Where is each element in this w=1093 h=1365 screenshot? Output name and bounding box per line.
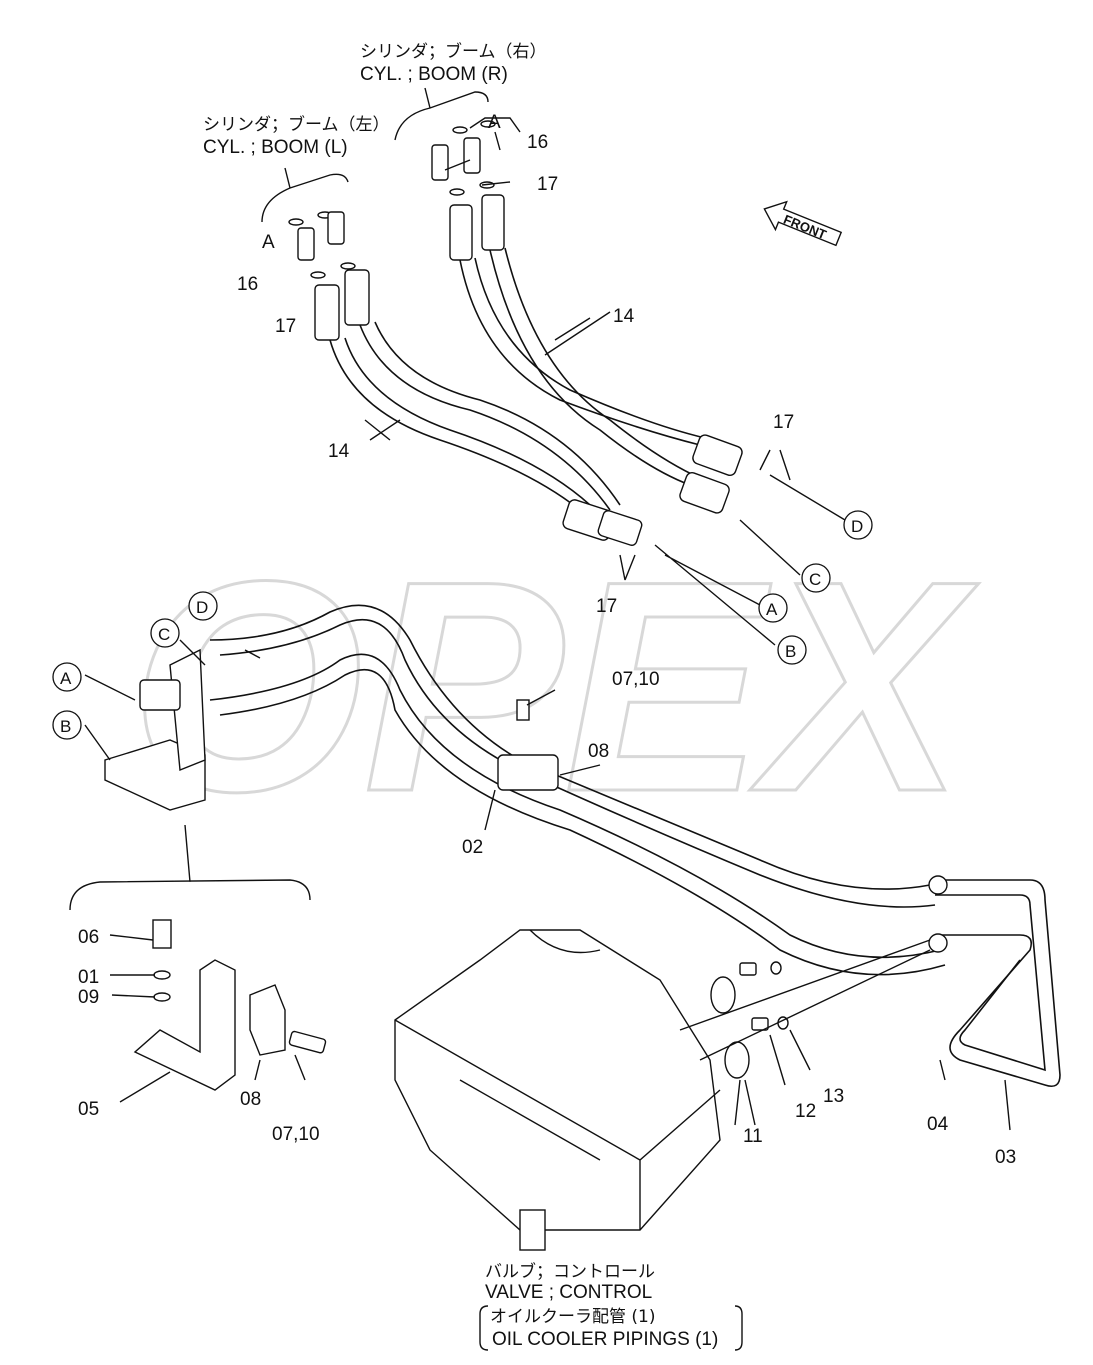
callout-13: 13: [823, 1086, 844, 1107]
label-valve-jp: バルブ；コントロール: [485, 1261, 655, 1282]
heading-boom-left-en: CYL. ; BOOM (L): [203, 137, 348, 158]
heading-boom-right-en: CYL. ; BOOM (R): [360, 64, 508, 85]
svg-text:FRONT: FRONT: [781, 212, 828, 243]
svg-text:C: C: [809, 570, 821, 589]
callout-04: 04: [927, 1114, 949, 1135]
callout-11: 11: [743, 1126, 763, 1147]
callout-a: A: [488, 112, 501, 133]
svg-text:D: D: [851, 517, 863, 536]
callout-07-10: 07,10: [272, 1124, 320, 1145]
callouts: A 16 17 A 16 17 14 14 17 17 07,10 08 02 …: [78, 112, 1016, 1168]
callout-16: 16: [237, 274, 258, 295]
svg-text:C: C: [158, 625, 170, 644]
callout-07-10: 07,10: [612, 669, 660, 690]
clamp-08: [497, 754, 559, 791]
callout-05: 05: [78, 1099, 99, 1120]
watermark: OPEX: [130, 518, 979, 854]
svg-text:B: B: [785, 642, 796, 661]
front-arrow-icon: FRONT: [763, 200, 843, 247]
callout-09: 09: [78, 987, 99, 1008]
callout-a: A: [262, 232, 275, 253]
label-group-jp: オイルクーラ配管 (1): [490, 1307, 655, 1327]
heading-boom-right-jp: シリンダ；ブーム（右）: [360, 41, 547, 62]
callout-12: 12: [795, 1101, 816, 1122]
callout-03: 03: [995, 1147, 1016, 1168]
svg-text:D: D: [196, 598, 208, 617]
callout-17: 17: [275, 316, 296, 337]
svg-text:A: A: [60, 669, 72, 688]
svg-text:A: A: [766, 600, 778, 619]
callout-16: 16: [527, 132, 548, 153]
callout-08: 08: [588, 741, 609, 762]
connection-markers: D C A B D C A B: [52, 510, 873, 740]
fittings-right: [431, 120, 505, 261]
heading-boom-left-jp: シリンダ；ブーム（左）: [203, 114, 390, 135]
label-group-en: OIL COOLER PIPINGS (1): [492, 1329, 718, 1350]
fittings-left: [288, 211, 370, 341]
callout-17: 17: [537, 174, 558, 195]
callout-02: 02: [462, 837, 483, 858]
callout-14: 14: [613, 306, 635, 327]
callout-17: 17: [596, 596, 617, 617]
svg-text:B: B: [60, 717, 71, 736]
callout-17: 17: [773, 412, 794, 433]
callout-14: 14: [328, 441, 350, 462]
label-valve-en: VALVE ; CONTROL: [485, 1282, 652, 1303]
callout-08: 08: [240, 1089, 261, 1110]
callout-01: 01: [78, 967, 99, 988]
callout-06: 06: [78, 927, 99, 948]
